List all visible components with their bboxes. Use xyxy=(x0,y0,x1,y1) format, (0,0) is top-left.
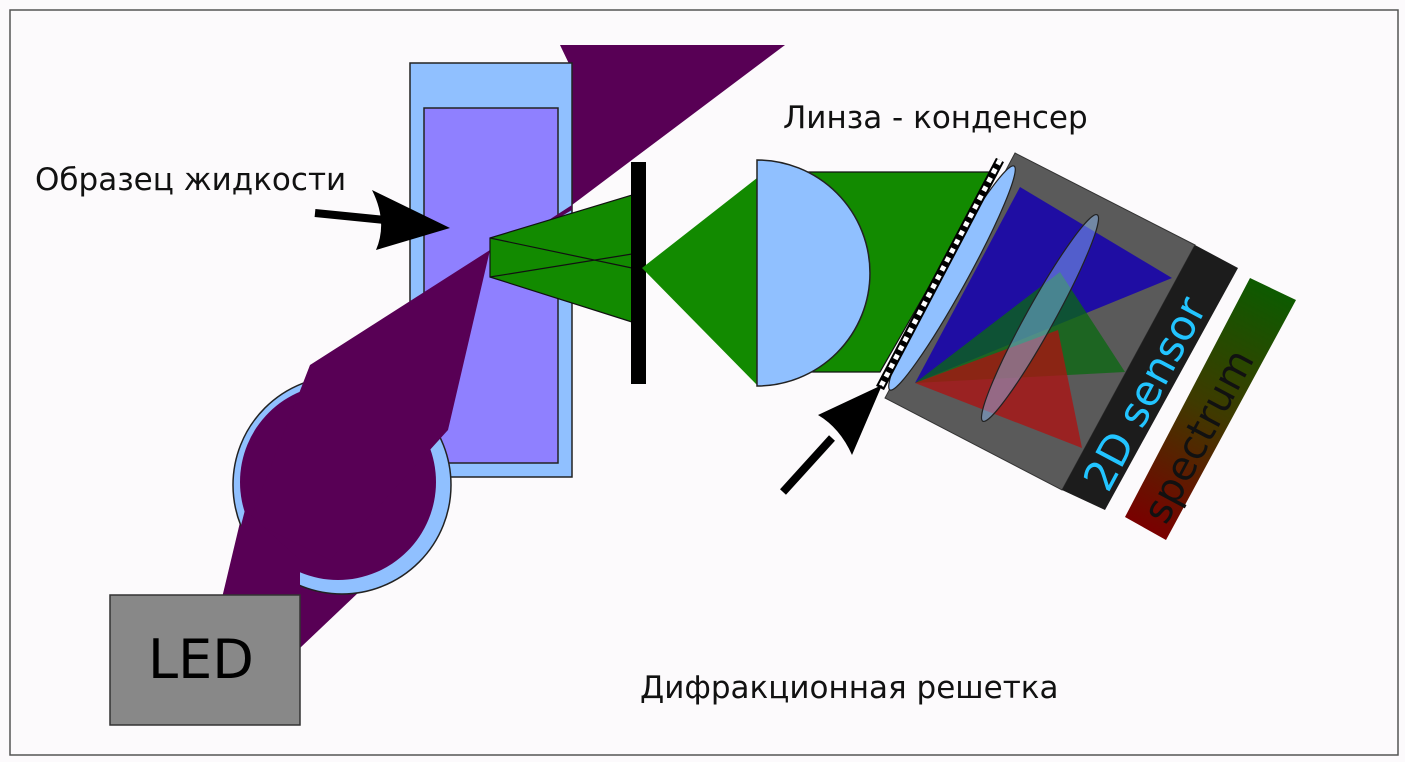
grating-arrow-icon xyxy=(780,385,882,495)
purple-beam-exit xyxy=(560,45,785,205)
purple-beam-focus xyxy=(250,250,490,560)
condenser-lens xyxy=(756,159,871,387)
frame-border xyxy=(9,9,1399,756)
ray-line xyxy=(489,253,633,278)
sensor-lens-2 xyxy=(980,213,1100,423)
spectrum-strip xyxy=(1125,278,1296,540)
condenser-label: Линза - конденсер xyxy=(783,100,1088,136)
grating-grooves xyxy=(877,158,1003,390)
sample-arrow-icon xyxy=(314,190,450,250)
sensor-chip xyxy=(1062,245,1238,510)
grating-label: Дифракционная решетка xyxy=(640,670,1059,706)
sample-label: Образец жидкости xyxy=(35,162,346,198)
green-cone-condenser xyxy=(642,178,757,385)
green-beam xyxy=(915,272,1125,383)
red-beam xyxy=(915,330,1082,448)
aperture-slit xyxy=(631,162,646,384)
ray-line xyxy=(489,237,633,269)
led-label: LED xyxy=(148,628,254,691)
led-source xyxy=(109,594,301,726)
